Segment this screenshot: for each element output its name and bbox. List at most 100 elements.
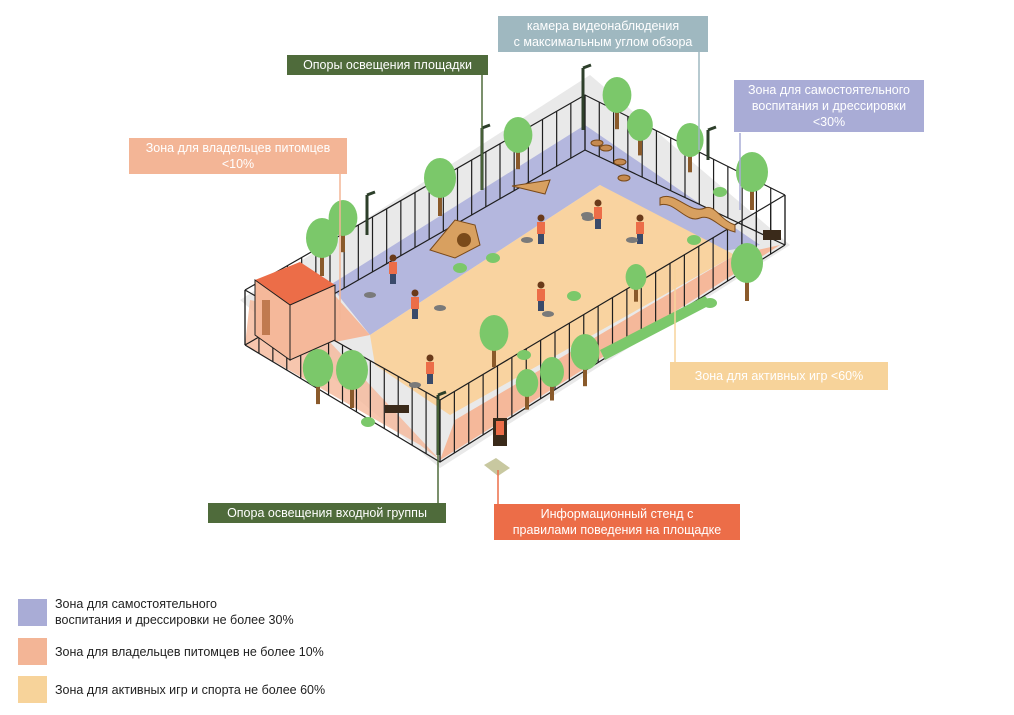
person-head [594,199,602,207]
training-zone-area [330,125,760,335]
tree-trunk [583,362,587,387]
trees [302,77,768,427]
person-body [594,207,602,219]
tree-trunk [615,105,619,130]
person-head [537,281,545,289]
tree-trunk [634,284,638,302]
light-pole-arm [707,125,717,132]
person-body [636,222,644,234]
training-zone-callout: Зона для самостоятельного воспитания и д… [734,80,924,132]
legend-item-active: Зона для активных игр и спорта не более … [18,676,325,703]
bush [361,417,375,427]
tree-crown [602,77,632,113]
light-pole-arm [366,190,376,197]
person-head [426,354,434,362]
tree-crown [336,350,368,390]
dog [364,292,376,298]
training-equipment [429,139,736,259]
owners-zone-callout: Зона для владельцев питомцев <10% [129,138,347,174]
legend-label: Зона для активных игр и спорта не более … [55,682,326,697]
tree-trunk [350,382,354,408]
tree-trunk [516,145,520,170]
light-pole-arm [481,123,491,130]
legend-item-owners: Зона для владельцев питомцев не более 10… [18,638,324,665]
tree-crown [540,357,564,387]
person-head [389,254,397,262]
person-body [411,297,419,309]
person-legs [538,301,544,311]
person-legs [412,309,418,319]
light-poles-callout: Опоры освещения площадки [287,55,488,75]
tree-crown [625,264,647,290]
person-body [426,362,434,374]
dog [626,237,638,243]
tree-crown [736,152,768,192]
legend-swatch [18,598,47,626]
dog [409,382,421,388]
legend-label: Зона для владельцев питомцев не более 10… [55,644,324,659]
tree-crown [503,117,533,153]
tree-trunk [525,391,529,410]
legend-swatch [18,638,47,665]
tree-crown [627,109,653,141]
bush [579,337,593,347]
bush [517,350,531,360]
person-head [636,214,644,222]
active-zone-callout: Зона для активных игр <60% [670,362,888,390]
tree-crown [306,218,338,258]
tree-trunk [688,150,692,173]
dog [521,237,533,243]
tree-crown [328,200,358,236]
legend-label: Зона для самостоятельного воспитания и д… [55,597,294,627]
info-stand [484,418,510,476]
tree-trunk [438,190,442,216]
person-body [537,289,545,301]
bench-back-right [763,230,781,240]
tree-trunk [316,379,320,405]
tree-trunk [341,228,345,253]
tree-crown [676,123,704,157]
person-head [537,214,545,222]
tree-trunk [320,250,324,276]
camera-callout: камера видеонаблюдения с максимальным уг… [498,16,708,52]
light-pole-arm [437,390,447,397]
person-body [537,222,545,234]
tree-trunk [638,134,642,156]
bush [713,187,727,197]
tree-trunk [745,275,749,301]
people-and-dogs [364,199,644,388]
tree-trunk [492,343,496,368]
legend-item-training: Зона для самостоятельного воспитания и д… [18,596,294,628]
bush [453,263,467,273]
tree-crown [424,158,456,198]
legend-swatch [18,676,47,703]
bush [703,298,717,308]
person-legs [637,234,643,244]
person-legs [427,374,433,384]
leader-lines [339,50,741,505]
tree-trunk [750,184,754,210]
person-legs [390,274,396,284]
info-stand-callout: Информационный стенд с правилами поведен… [494,504,740,540]
dog [434,305,446,311]
person-body [389,262,397,274]
bush [567,291,581,301]
person-head [411,289,419,297]
tree-crown [302,349,334,387]
person-legs [538,234,544,244]
tree-trunk [550,381,554,401]
entrance-light-callout: Опора освещения входной группы [208,503,446,523]
tree-crown [731,243,763,283]
bench [385,405,409,413]
bush [486,253,500,263]
tree-crown [515,369,539,397]
active-zone-area [370,185,735,415]
dog [542,311,554,317]
bush [687,235,701,245]
hedge [600,296,712,360]
dog [581,212,593,218]
tree-crown [479,315,509,351]
person-legs [595,219,601,229]
shelter [254,262,336,361]
